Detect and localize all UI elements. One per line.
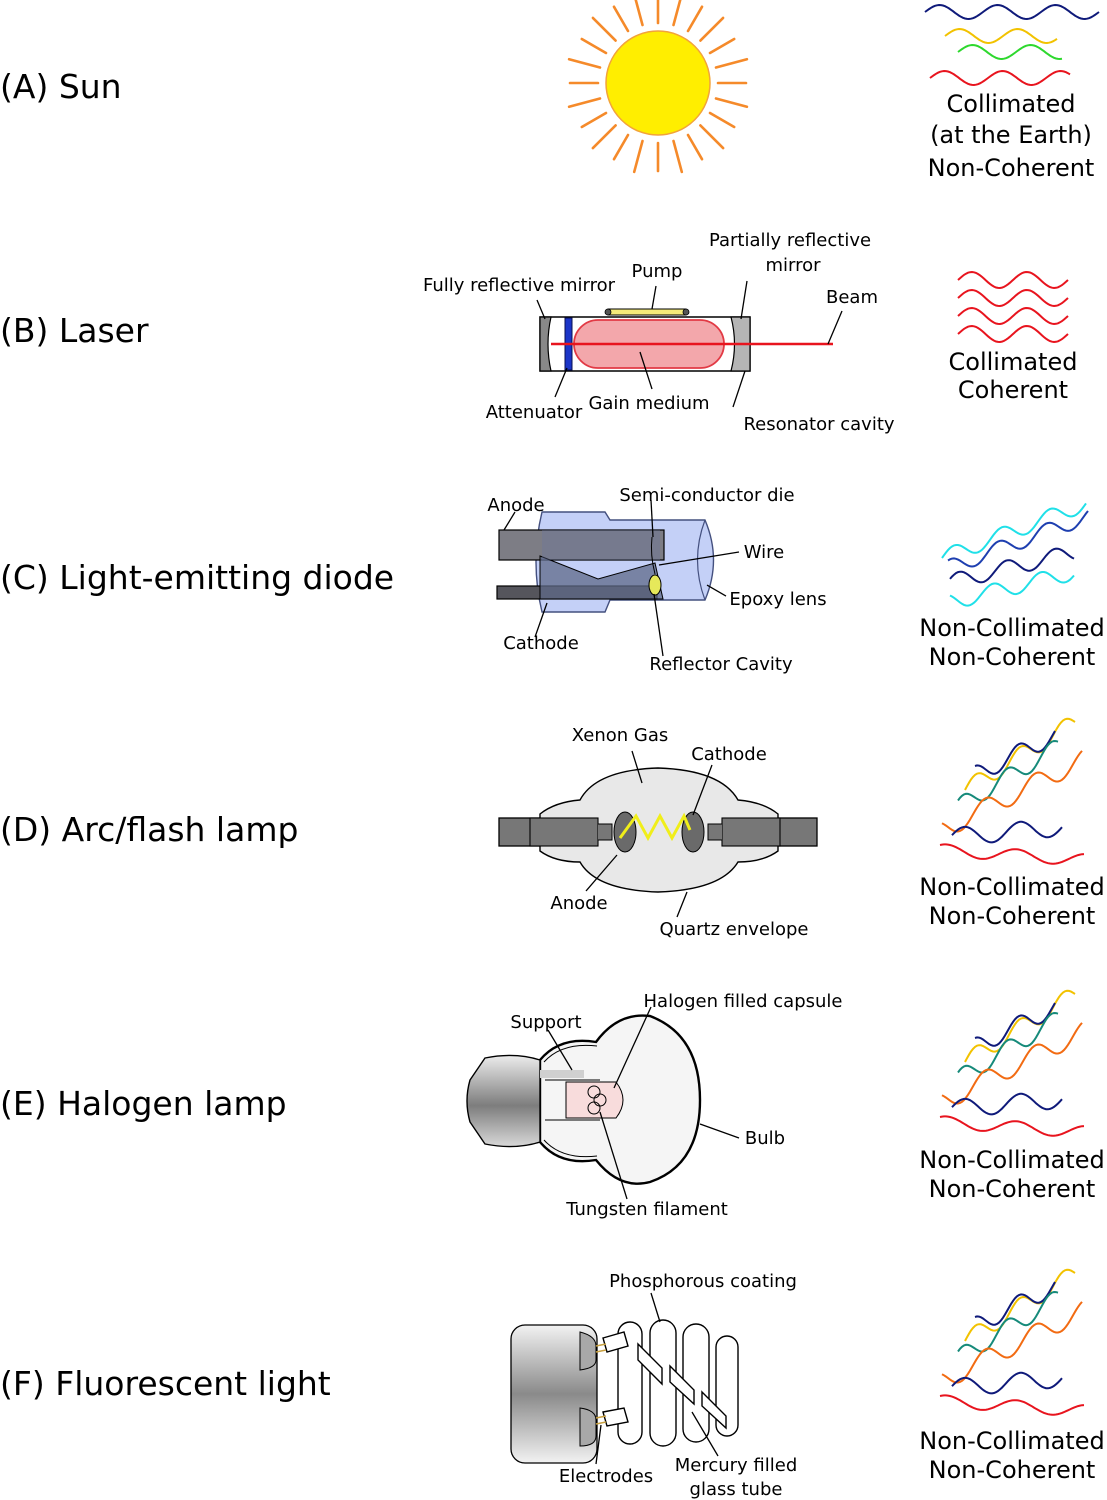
waves-laser [957, 270, 1069, 344]
waves-led [941, 502, 1089, 607]
lamp-base [510, 1324, 598, 1464]
sun-ray [580, 37, 608, 55]
sun-ray [591, 16, 617, 42]
label-arc-anode: Anode [550, 893, 607, 914]
quartz-envelope [539, 767, 779, 893]
sun-ray [612, 5, 630, 33]
sun-ray [686, 5, 704, 33]
led-illustration [496, 499, 740, 657]
label-die: Semi-conductor die [619, 485, 794, 506]
sun-ray [708, 37, 736, 55]
label-reflector-cavity: Reflector Cavity [649, 654, 793, 675]
label-mirror: mirror [765, 255, 821, 276]
label-pump: Pump [632, 261, 683, 282]
label-phosphorous-coating: Phosphorous coating [609, 1271, 797, 1292]
property-led-2: Non-Coherent [929, 643, 1096, 671]
sun-ray [591, 124, 617, 150]
pump [607, 308, 687, 316]
waves-arc [939, 717, 1085, 865]
property-sun-3: Non-Coherent [928, 154, 1095, 182]
property-arc-2: Non-Coherent [929, 902, 1096, 930]
label-bulb: Bulb [745, 1128, 785, 1149]
property-sun-2: (at the Earth) [930, 121, 1092, 149]
waves-halogen [939, 989, 1085, 1137]
label-wire: Wire [744, 542, 784, 563]
property-halogen-2: Non-Coherent [929, 1175, 1096, 1203]
sun-ray [632, 139, 644, 174]
arc-lamp-illustration [498, 750, 818, 918]
property-arc-1: Non-Collimated [919, 873, 1104, 901]
row-label-sun: (A) Sun [0, 67, 122, 106]
label-anode: Anode [487, 495, 544, 516]
label-beam: Beam [826, 287, 878, 308]
label-resonator-cavity: Resonator cavity [743, 414, 894, 435]
label-partially-reflective: Partially reflective [709, 230, 871, 251]
label-halogen-capsule: Halogen filled capsule [644, 991, 843, 1012]
glass-tube [602, 1319, 739, 1447]
waves-fluorescent [939, 1268, 1085, 1416]
sun-ray [672, 0, 682, 27]
waves-sun [924, 3, 1100, 87]
sun-ray [699, 16, 725, 42]
sun-ray [714, 57, 749, 69]
property-fluorescent-2: Non-Coherent [929, 1456, 1096, 1484]
label-glass-tube: glass tube [690, 1479, 783, 1500]
arc-spark [618, 812, 692, 842]
label-support: Support [510, 1012, 581, 1033]
sun-ray [580, 111, 608, 129]
label-attenuator: Attenuator [486, 402, 583, 423]
filament-support [540, 1070, 584, 1078]
screw-base [466, 1054, 541, 1148]
property-halogen-1: Non-Collimated [919, 1146, 1104, 1174]
sun-ray [612, 133, 630, 161]
reflector-cavity [648, 574, 662, 596]
anode-lead [498, 529, 665, 561]
label-mercury-filled: Mercury filled [675, 1455, 798, 1476]
row-label-fluorescent-light: (F) Fluorescent light [0, 1364, 331, 1403]
sun-ray [686, 133, 704, 161]
property-fluorescent-1: Non-Collimated [919, 1427, 1104, 1455]
property-led-1: Non-Collimated [919, 614, 1104, 642]
sun-ray [672, 139, 684, 174]
sun-ray [714, 97, 749, 109]
property-laser-1: Collimated [949, 348, 1078, 376]
row-label-arc-lamp: (D) Arc/flash lamp [0, 810, 298, 849]
row-label-led: (C) Light-emitting diode [0, 558, 394, 597]
sun-disc [605, 30, 711, 136]
label-gain-medium: Gain medium [588, 393, 709, 414]
sun-ray [567, 57, 602, 69]
electrodes [595, 1343, 607, 1425]
label-arc-cathode: Cathode [691, 744, 767, 765]
property-laser-2: Coherent [958, 376, 1068, 404]
halogen-lamp-illustration [466, 1006, 740, 1200]
property-sun-1: Collimated [947, 90, 1076, 118]
row-label-halogen-lamp: (E) Halogen lamp [0, 1084, 287, 1123]
label-tungsten-filament: Tungsten filament [565, 1199, 728, 1220]
label-quartz-envelope: Quartz envelope [660, 919, 809, 940]
row-label-laser: (B) Laser [0, 311, 149, 350]
sun-illustration [567, 0, 749, 174]
label-fully-reflective-mirror: Fully reflective mirror [423, 275, 616, 296]
bond-wire [650, 536, 656, 575]
sun-ray [567, 97, 602, 109]
label-epoxy-lens: Epoxy lens [729, 589, 826, 610]
sun-ray [699, 124, 725, 150]
fluorescent-light-illustration [510, 1292, 739, 1465]
fully-reflective-mirror [539, 316, 552, 372]
label-cathode: Cathode [503, 633, 579, 654]
sun-ray [634, 0, 644, 27]
sun-ray [708, 111, 736, 129]
tungsten-filament [587, 1085, 607, 1115]
label-electrodes: Electrodes [559, 1466, 653, 1487]
label-xenon-gas: Xenon Gas [572, 725, 669, 746]
laser-illustration [536, 280, 843, 408]
